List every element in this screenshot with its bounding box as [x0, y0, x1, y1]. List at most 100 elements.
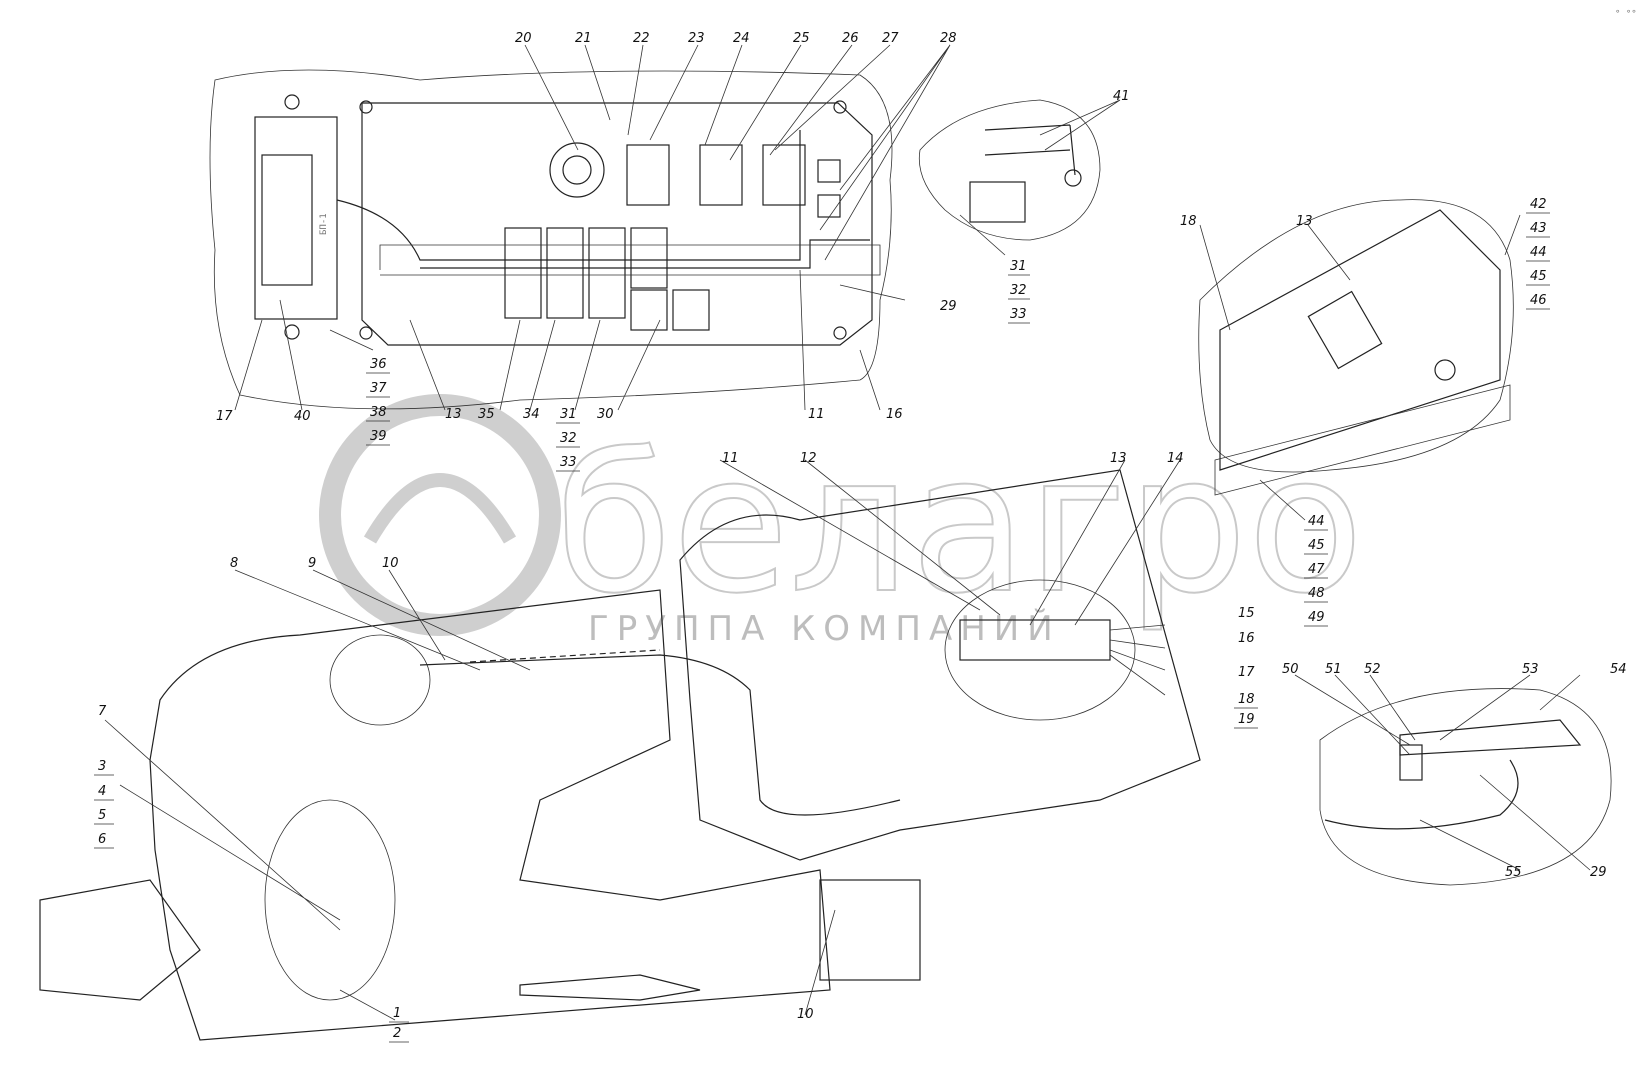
callout-1: 1	[393, 1006, 401, 1021]
callout-40: 40	[294, 409, 311, 424]
wire-55	[1324, 759, 1519, 830]
callout-4: 4	[98, 784, 106, 799]
callout-49: 49	[1308, 610, 1325, 625]
callout-37: 37	[370, 381, 387, 396]
corner-mark: ∘ ∘∘	[1615, 7, 1637, 17]
callout-20: 20	[515, 31, 532, 46]
callout-17a: 17	[216, 409, 233, 424]
detail-rear-link	[1319, 688, 1612, 886]
fuse-34-b	[546, 227, 584, 319]
callout-9: 9	[308, 556, 316, 571]
callout-10a: 10	[382, 556, 399, 571]
connector-a	[817, 159, 841, 183]
fuse-30-b	[672, 289, 710, 331]
detail-boundary	[209, 69, 893, 410]
callout-18a: 18	[1180, 214, 1197, 229]
rear-link-arm	[1399, 719, 1582, 756]
callout-32a: 32	[1010, 283, 1027, 298]
panel-frame	[361, 102, 873, 346]
callout-11b: 11	[722, 451, 739, 466]
callout-18b: 18	[1238, 692, 1255, 707]
main-harness	[419, 654, 901, 816]
fuse-block-frame	[254, 116, 338, 320]
callout-28: 28	[940, 31, 957, 46]
callout-43: 43	[1530, 221, 1547, 236]
callout-31b: 31	[560, 407, 577, 422]
fuse-30-a	[630, 289, 668, 331]
callout-31a: 31	[1010, 259, 1027, 274]
detail-ring-1	[329, 634, 431, 726]
relay-20	[549, 142, 605, 198]
leader-lines	[104, 44, 1591, 1021]
harness-band	[379, 244, 881, 276]
floor-section	[1214, 384, 1511, 496]
callout-27: 27	[882, 31, 899, 46]
callout-50: 50	[1282, 662, 1299, 677]
callout-29b: 29	[1590, 865, 1607, 880]
callout-44b: 44	[1308, 514, 1325, 529]
tractor-outline	[39, 469, 1201, 1041]
callout-7: 7	[98, 704, 107, 719]
detail-ring-3	[944, 579, 1136, 721]
callout-46: 46	[1530, 293, 1547, 308]
callout-42: 42	[1530, 197, 1547, 212]
relay-23	[626, 144, 670, 206]
callout-10b: 10	[797, 1007, 814, 1022]
callout-36: 36	[370, 357, 387, 372]
callout-16b: 16	[1238, 631, 1255, 646]
relay-20-inner	[562, 155, 592, 185]
relay-13	[1307, 290, 1383, 370]
callout-2: 2	[393, 1026, 401, 1041]
power-unit	[261, 154, 313, 286]
callout-38: 38	[370, 405, 387, 420]
sensor-51	[1399, 744, 1423, 781]
plug-41	[1064, 169, 1082, 187]
detail-bracket	[1198, 199, 1514, 496]
callout-25: 25	[793, 31, 810, 46]
callout-41: 41	[1113, 89, 1130, 104]
callout-33a: 33	[1010, 307, 1027, 322]
grommet	[1434, 359, 1456, 381]
watermark-logo-circle	[319, 394, 561, 636]
bolt-4	[833, 100, 847, 114]
callout-24: 24	[733, 31, 750, 46]
fuse-33	[630, 227, 668, 289]
callout-34: 34	[523, 407, 540, 422]
callout-22: 22	[633, 31, 650, 46]
callout-6: 6	[98, 832, 106, 847]
callout-53: 53	[1522, 662, 1539, 677]
callout-21: 21	[575, 31, 592, 46]
callout-44a: 44	[1530, 245, 1547, 260]
watermark: белагро ГРУППА КОМПАНИЙ	[319, 394, 1365, 649]
harness-dashed	[469, 649, 661, 663]
callout-12: 12	[800, 451, 817, 466]
callout-14: 14	[1167, 451, 1184, 466]
callout-30: 30	[597, 407, 614, 422]
callouts: 20 21 22 23 24 25 26 27 28 41 31 32 33 2…	[98, 31, 1627, 1041]
drive-shaft	[519, 974, 701, 1001]
callout-45b: 45	[1308, 538, 1325, 553]
cab-frame	[679, 469, 1201, 861]
wires-41	[984, 124, 1076, 176]
callout-33b: 33	[560, 455, 577, 470]
front-weight	[39, 879, 201, 1001]
callout-13a: 13	[445, 407, 462, 422]
fuse-34-a	[504, 227, 542, 319]
callout-55: 55	[1505, 865, 1522, 880]
detail-bracket-boundary	[1198, 199, 1514, 473]
relay-box	[969, 181, 1026, 223]
callout-16a: 16	[886, 407, 903, 422]
callout-19: 19	[1238, 712, 1255, 727]
harness-top	[336, 130, 870, 269]
bolt-5	[359, 326, 373, 340]
relay-27	[762, 144, 806, 206]
detail-ring-2	[264, 799, 396, 1001]
callout-3: 3	[98, 759, 106, 774]
callout-13b: 13	[1296, 214, 1313, 229]
relay-25	[699, 144, 743, 206]
tractor-body	[149, 589, 831, 1041]
bolt-1	[284, 94, 300, 110]
callout-15: 15	[1238, 606, 1255, 621]
callout-13c: 13	[1110, 451, 1127, 466]
